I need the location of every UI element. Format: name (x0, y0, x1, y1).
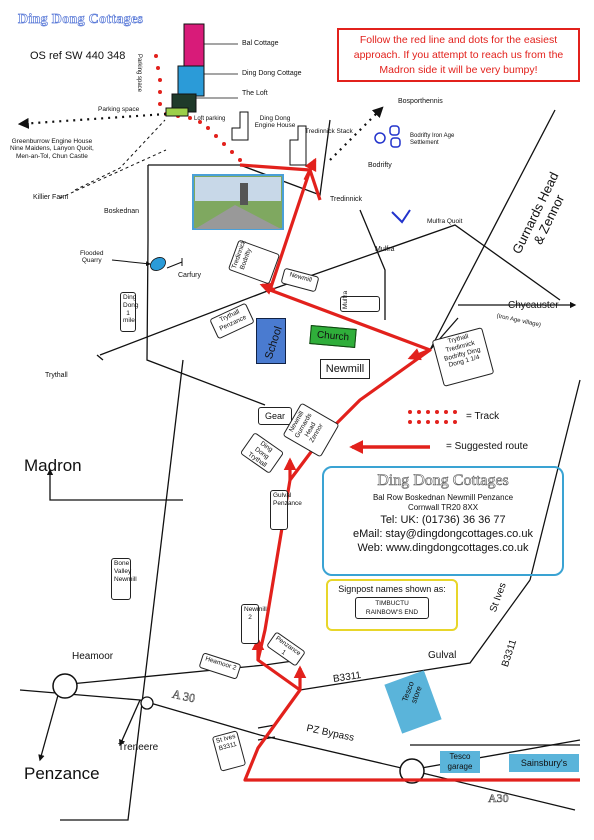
signpost-key-ex-1: TIMBUCTU (375, 600, 409, 607)
signpost-key-caption: Signpost names shown as: (338, 584, 446, 594)
signpost-gear: Gear (258, 407, 292, 425)
contact-tel: Tel: UK: (01736) 36 36 77 (380, 514, 506, 526)
label-flooded-quarry-2: Quarry (81, 257, 102, 265)
route-arrow-6 (303, 157, 317, 181)
contact-email[interactable]: eMail: stay@dingdongcottages.co.uk (353, 528, 533, 540)
label-men-an-tol: Men-an-Tol, Chun Castle (15, 152, 88, 160)
roundabout-heamoor (52, 673, 78, 699)
bal-cottage-block (183, 23, 205, 69)
label-chycauster: Chycauster (508, 300, 559, 311)
label-boskednan: Boskednan (104, 208, 140, 215)
label-flooded-quarry-1: Flooded (80, 250, 104, 257)
legend-track-dots (408, 410, 457, 424)
label-engine-house: Ding Dong Engine House (254, 115, 296, 130)
legend-route: = Suggested route (446, 441, 529, 452)
roundabout-treneere (140, 696, 154, 710)
signpost-mulfra: Mulfra (340, 291, 380, 312)
signpost-key: Signpost names shown as: TIMBUCTU RAINBO… (326, 579, 458, 631)
site-title: Ding Dong Cottages (18, 12, 144, 28)
label-a30-east: A30 (488, 791, 509, 805)
road-st-ives (529, 379, 581, 581)
mulfra-quoit-symbol (391, 209, 411, 224)
roundabout-pz (399, 758, 425, 784)
tredinnick-stack-shape (289, 125, 307, 166)
contact-address-1: Bal Row Boskednan Newmill Penzance (372, 493, 514, 502)
contact-web[interactable]: Web: www.dingdongcottages.co.uk (357, 542, 529, 554)
label-parking-space-vertical: Parking space (136, 54, 142, 93)
ding-dong-cottage-block (177, 65, 205, 97)
bodrifty-hut-1 (374, 132, 386, 144)
signpost-ding-dong-mile: Ding Dong 1 mile (120, 292, 139, 332)
road-gurnards (429, 109, 556, 351)
label-newmill: Newmill (320, 359, 370, 379)
church-block: Church (309, 325, 357, 348)
route-arrow-5 (259, 282, 276, 295)
label-carfury: Carfury (178, 272, 201, 279)
flooded-quarry-symbol (150, 257, 166, 271)
label-madron: Madron (24, 456, 82, 475)
legend-track: = Track (466, 411, 500, 422)
label-bosporthennis: Bosporthennis (398, 98, 443, 105)
label-nine-maidens: Nine Maidens, Lanyon Quoit, (10, 145, 94, 153)
red-route (239, 157, 580, 782)
os-reference: OS ref SW 440 348 (30, 50, 126, 62)
signpost-newmill-2: Newmill 2 (241, 604, 267, 644)
road-mulfra (269, 224, 561, 301)
road-madron (60, 359, 184, 821)
label-sainsburys: Sainsbury's (509, 754, 579, 772)
label-the-loft: The Loft (242, 90, 268, 97)
loft-parking-block (165, 107, 189, 117)
contact-name: Ding Dong Cottages (377, 472, 509, 490)
label-ding-dong-cottage: Ding Dong Cottage (242, 70, 302, 77)
label-bal-cottage: Bal Cottage (242, 40, 279, 47)
contact-address-2: Cornwall TR20 8XX (407, 503, 479, 512)
label-penzance: Penzance (24, 764, 100, 783)
label-greenburrow-line1: Greenburrow Engine House (11, 138, 93, 145)
contact-box: Ding Dong Cottages Bal Row Boskednan New… (322, 466, 564, 576)
black-dotted (17, 106, 384, 161)
signpost-key-example: TIMBUCTU RAINBOW'S END (354, 597, 430, 619)
label-gulval: Gulval (428, 650, 457, 661)
signpost-gulval-penzance: Gulval Penzance (270, 490, 302, 530)
label-flooded-quarry: Flooded Quarry (80, 250, 104, 265)
engine-house-shape (231, 111, 249, 141)
label-tesco-garage: Tesco garage (440, 751, 480, 773)
label-treneere: Treneere (118, 742, 159, 753)
school-block (256, 318, 286, 364)
route-arrow-4 (407, 348, 431, 361)
label-tredinnick: Tredinnick (330, 196, 363, 203)
label-tredinnick-stack: Tredinnick Stack (305, 128, 353, 135)
bodrifty-hut-3 (390, 137, 401, 148)
label-bodrifty-iron-age-2: Settlement (410, 139, 439, 146)
signpost-bone-valley: Bone Valley Newmill (111, 558, 137, 600)
label-bodrifty-iron-age: Bodrifty Iron Age Settlement (410, 133, 454, 147)
signpost-key-ex-2: RAINBOW'S END (365, 609, 419, 616)
road-pz-bypass (409, 769, 576, 811)
road-mulfra-north (359, 209, 386, 320)
label-mulfra-quoit: Mulfra Quoit (427, 218, 463, 225)
label-mulfra: Mulfra (375, 246, 395, 253)
road-a30 (19, 689, 581, 771)
road-madron-branch (46, 468, 183, 501)
road-treneere (119, 699, 141, 747)
label-bodrifty: Bodrifty (368, 162, 392, 169)
label-greenburrow: Greenburrow Engine House Nine Maidens, L… (10, 138, 94, 160)
label-killier-farm: Killier Farm (33, 194, 69, 201)
label-trythall: Trythall (45, 372, 68, 379)
label-parking-space: Parking space (98, 106, 140, 113)
road-heamoor-south (38, 687, 61, 762)
label-loft-parking: Loft parking (194, 116, 226, 122)
route-spur (308, 169, 322, 201)
road-boskednan (146, 165, 266, 406)
route-notice: Follow the red line and dots for the eas… (337, 28, 580, 82)
label-heamoor: Heamoor (72, 651, 114, 662)
label-bodrifty-iron-age-1: Bodrifty Iron Age (410, 133, 455, 139)
road-b3311 (299, 579, 531, 691)
bodrifty-hut-2 (389, 125, 400, 136)
leader-lines (59, 119, 167, 199)
